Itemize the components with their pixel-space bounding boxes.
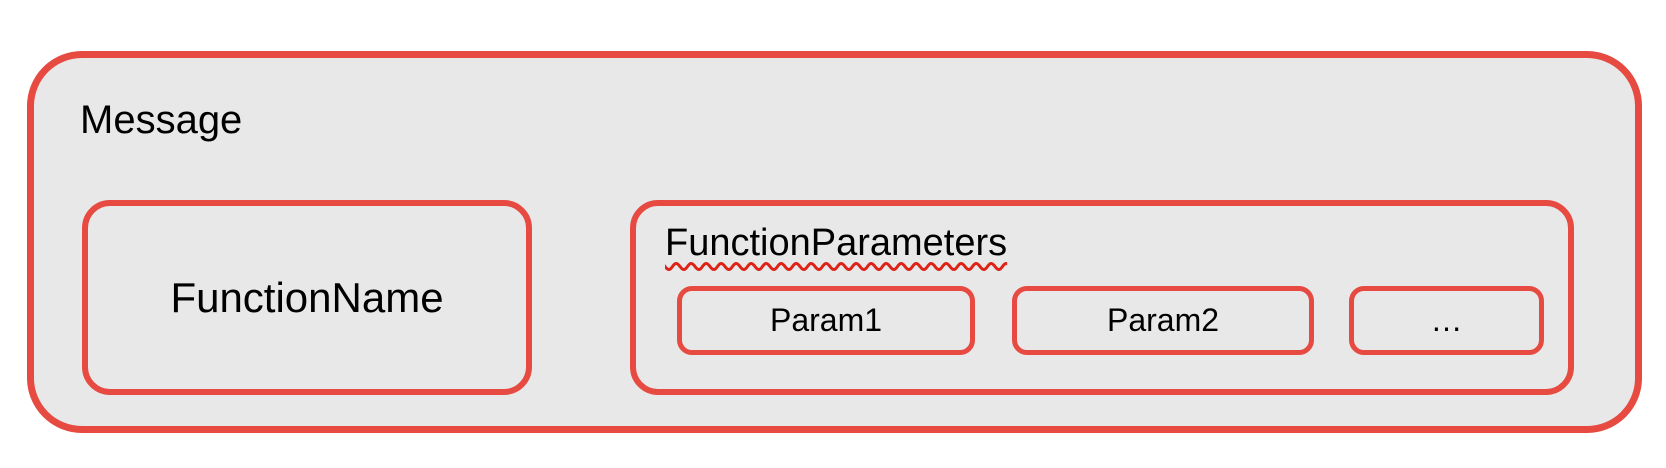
message-box: Message FunctionName FunctionParameters … <box>27 51 1642 433</box>
message-label: Message <box>80 98 243 142</box>
function-parameters-box: FunctionParameters Param1 Param2 … <box>630 200 1574 395</box>
function-name-box: FunctionName <box>82 200 532 395</box>
function-name-label: FunctionName <box>170 273 444 321</box>
param2-box: Param2 <box>1012 286 1314 355</box>
param-ellipsis-box: … <box>1349 286 1544 355</box>
param1-box: Param1 <box>677 286 975 355</box>
function-parameters-label: FunctionParameters <box>665 222 1008 264</box>
